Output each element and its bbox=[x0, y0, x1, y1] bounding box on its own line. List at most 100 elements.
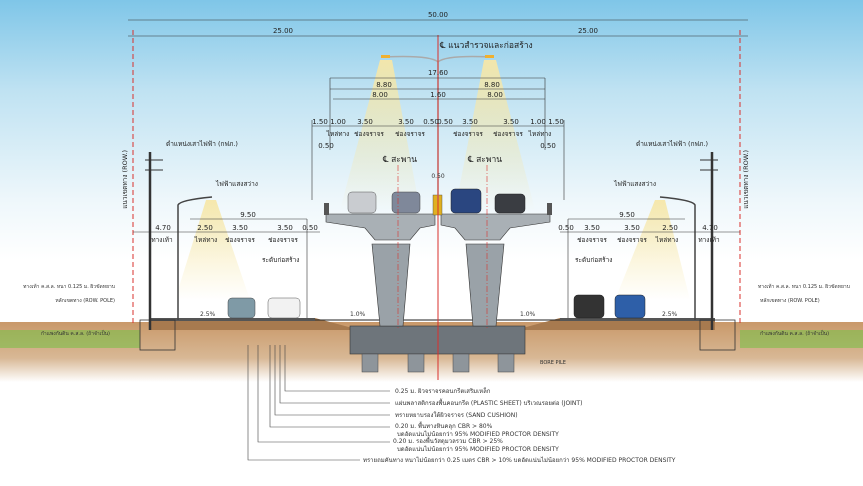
bridge-half-left: 8.80 bbox=[376, 81, 392, 89]
svg-text:3.50: 3.50 bbox=[232, 224, 248, 232]
car bbox=[267, 297, 301, 319]
street-light-right bbox=[659, 196, 696, 320]
centerline-label: ℄ แนวสำรวจและก่อสร้าง bbox=[439, 40, 533, 51]
svg-text:แผ่นพลาสติกรองพื้นคอนกรีต (PLA: แผ่นพลาสติกรองพื้นคอนกรีต (PLASTIC SHEET… bbox=[395, 397, 582, 407]
right-road-width: 9.50 bbox=[619, 211, 635, 219]
svg-text:ช่องจราจร: ช่องจราจร bbox=[268, 236, 298, 244]
half-width-right: 25.00 bbox=[578, 27, 598, 35]
svg-text:ทางเท้า: ทางเท้า bbox=[698, 236, 720, 244]
svg-text:ไหล่ทาง: ไหล่ทาง bbox=[194, 236, 218, 244]
svg-text:ช่องจราจร: ช่องจราจร bbox=[493, 130, 523, 138]
svg-text:หลักเขตทาง (ROW. POLE): หลักเขตทาง (ROW. POLE) bbox=[760, 298, 820, 304]
svg-text:ไหล่ทาง: ไหล่ทาง bbox=[326, 130, 350, 138]
left-notes: ทางเท้า ค.ส.ล. หนา 0.125 ม. ผิวขัดหยาบ ห… bbox=[23, 283, 115, 337]
car bbox=[391, 191, 421, 214]
right-segment-dims: 0.50 3.50 3.50 2.50 4.70 bbox=[558, 224, 718, 232]
svg-text:ไหล่ทาง: ไหล่ทาง bbox=[528, 130, 552, 138]
bore-pile bbox=[361, 353, 379, 373]
svg-text:0.50: 0.50 bbox=[423, 118, 439, 126]
right-road-surface bbox=[560, 318, 715, 321]
street-light-label-left: ไฟฟ้าแสงสว่าง bbox=[215, 180, 258, 188]
left-road-width: 9.50 bbox=[240, 211, 256, 219]
power-pole-label-right: ตำแหน่งเสาไฟฟ้า (กฟภ.) bbox=[636, 140, 708, 148]
svg-text:2.50: 2.50 bbox=[197, 224, 213, 232]
right-segment-labels: ช่องจราจร ช่องจราจร ไหล่ทาง ทางเท้า bbox=[577, 236, 720, 244]
svg-text:ช่องจราจร: ช่องจราจร bbox=[354, 130, 384, 138]
svg-text:ทรายหยาบรองใต้ผิวจราจร (SAND C: ทรายหยาบรองใต้ผิวจราจร (SAND CUSHION) bbox=[395, 411, 518, 419]
svg-text:กำแพงกันดิน ค.ส.ล. (ถ้าจำเป็น): กำแพงกันดิน ค.ส.ล. (ถ้าจำเป็น) bbox=[41, 329, 110, 337]
svg-text:กำแพงกันดิน ค.ส.ล. (ถ้าจำเป็น): กำแพงกันดิน ค.ส.ล. (ถ้าจำเป็น) bbox=[760, 329, 829, 337]
svg-text:3.50: 3.50 bbox=[624, 224, 640, 232]
svg-text:0.50: 0.50 bbox=[302, 224, 318, 232]
drain-left bbox=[139, 319, 176, 351]
drain-right bbox=[699, 319, 736, 351]
edge-offset-right: 0.50 bbox=[540, 142, 556, 150]
svg-text:1.50: 1.50 bbox=[312, 118, 328, 126]
dimension-lines bbox=[128, 19, 748, 318]
svg-text:ช่องจราจร: ช่องจราจร bbox=[617, 236, 647, 244]
median-width: 1.60 bbox=[430, 91, 446, 99]
overall-width: 50.00 bbox=[428, 11, 448, 19]
poles bbox=[139, 55, 736, 351]
street-light-left bbox=[177, 196, 213, 320]
svg-text:1.00: 1.00 bbox=[530, 118, 546, 126]
svg-text:ทางเท้า: ทางเท้า bbox=[151, 236, 173, 244]
svg-text:4.70: 4.70 bbox=[155, 224, 171, 232]
bore-pile bbox=[407, 353, 425, 373]
svg-text:บดอัดแน่นไม่น้อยกว่า 95% MODIF: บดอัดแน่นไม่น้อยกว่า 95% MODIFIED PROCTO… bbox=[397, 445, 559, 453]
svg-text:3.50: 3.50 bbox=[462, 118, 478, 126]
bridge-half-right: 8.80 bbox=[484, 81, 500, 89]
svg-text:ทรายถมคันทาง หนาไม่น้อยกว่า 0.: ทรายถมคันทาง หนาไม่น้อยกว่า 0.25 เมตร CB… bbox=[363, 456, 676, 464]
barrier bbox=[547, 203, 552, 215]
pier-left bbox=[371, 243, 411, 327]
bridge-segment-dims: 1.50 1.00 3.50 3.50 0.50 0.50 3.50 3.50 … bbox=[312, 118, 564, 126]
row-label-left: แนวเขตทาง (ROW.) bbox=[121, 150, 129, 209]
svg-text:บดอัดแน่นไม่น้อยกว่า 95% MODIF: บดอัดแน่นไม่น้อยกว่า 95% MODIFIED PROCTO… bbox=[397, 430, 559, 438]
slope-right-road: 2.5% bbox=[662, 311, 678, 318]
svg-text:3.50: 3.50 bbox=[277, 224, 293, 232]
svg-text:2.50: 2.50 bbox=[662, 224, 678, 232]
bore-pile bbox=[497, 353, 515, 373]
svg-text:ทางเท้า ค.ส.ล. หนา 0.125 ม. ผิ: ทางเท้า ค.ส.ล. หนา 0.125 ม. ผิวขัดหยาบ bbox=[23, 283, 115, 290]
light-cones bbox=[175, 60, 690, 300]
centerlines bbox=[132, 30, 741, 380]
deck-left bbox=[325, 213, 436, 241]
median-dim: 0.50 bbox=[431, 173, 445, 180]
deck-right bbox=[440, 213, 551, 241]
bridge-segment-labels: ไหล่ทาง ช่องจราจร ช่องจราจร ช่องจราจร ช่… bbox=[326, 130, 552, 138]
svg-text:0.50: 0.50 bbox=[558, 224, 574, 232]
svg-text:0.25 ม. ผิวจราจรคอนกรีตเสริมเห: 0.25 ม. ผิวจราจรคอนกรีตเสริมเหล็ก bbox=[395, 386, 491, 395]
pavement-notes: 0.25 ม. ผิวจราจรคอนกรีตเสริมเหล็ก แผ่นพล… bbox=[363, 386, 676, 464]
svg-text:0.50: 0.50 bbox=[437, 118, 453, 126]
svg-text:ทางเท้า ค.ส.ล. หนา 0.125 ม. ผิ: ทางเท้า ค.ส.ล. หนา 0.125 ม. ผิวขัดหยาบ bbox=[758, 283, 850, 290]
bore-pile bbox=[452, 353, 470, 373]
slope-left-road: 2.5% bbox=[200, 311, 216, 318]
edge-offset-left: 0.50 bbox=[318, 142, 334, 150]
pier-right bbox=[465, 243, 505, 327]
deck-left-width: 8.00 bbox=[372, 91, 388, 99]
car bbox=[614, 294, 646, 319]
right-notes: ทางเท้า ค.ส.ล. หนา 0.125 ม. ผิวขัดหยาบ ห… bbox=[758, 283, 850, 337]
svg-text:1.00: 1.00 bbox=[330, 118, 346, 126]
svg-text:0.20 ม. พื้นทางหินคลุก CBR > 8: 0.20 ม. พื้นทางหินคลุก CBR > 80% bbox=[395, 420, 493, 430]
slope-left: 1.0% bbox=[350, 311, 366, 318]
slope-right: 1.0% bbox=[520, 311, 536, 318]
svg-text:ช่องจราจร: ช่องจราจร bbox=[395, 130, 425, 138]
row-label-right: แนวเขตทาง (ROW.) bbox=[742, 150, 750, 209]
svg-text:3.50: 3.50 bbox=[398, 118, 414, 126]
svg-text:3.50: 3.50 bbox=[357, 118, 373, 126]
vehicles bbox=[227, 188, 646, 319]
power-pole-label-left: ตำแหน่งเสาไฟฟ้า (กฟภ.) bbox=[166, 140, 238, 148]
street-light-label-right: ไฟฟ้าแสงสว่าง bbox=[613, 180, 656, 188]
left-segment-labels: ทางเท้า ไหล่ทาง ช่องจราจร ช่องจราจร bbox=[151, 236, 298, 244]
construction-level-right: ระดับก่อสร้าง bbox=[575, 256, 612, 264]
barrier bbox=[324, 203, 329, 215]
svg-text:4.70: 4.70 bbox=[702, 224, 718, 232]
svg-text:ไหล่ทาง: ไหล่ทาง bbox=[655, 236, 679, 244]
left-segment-dims: 4.70 2.50 3.50 3.50 0.50 bbox=[155, 224, 318, 232]
svg-text:ช่องจราจร: ช่องจราจร bbox=[225, 236, 255, 244]
svg-text:3.50: 3.50 bbox=[503, 118, 519, 126]
svg-text:3.50: 3.50 bbox=[584, 224, 600, 232]
car bbox=[450, 188, 482, 214]
